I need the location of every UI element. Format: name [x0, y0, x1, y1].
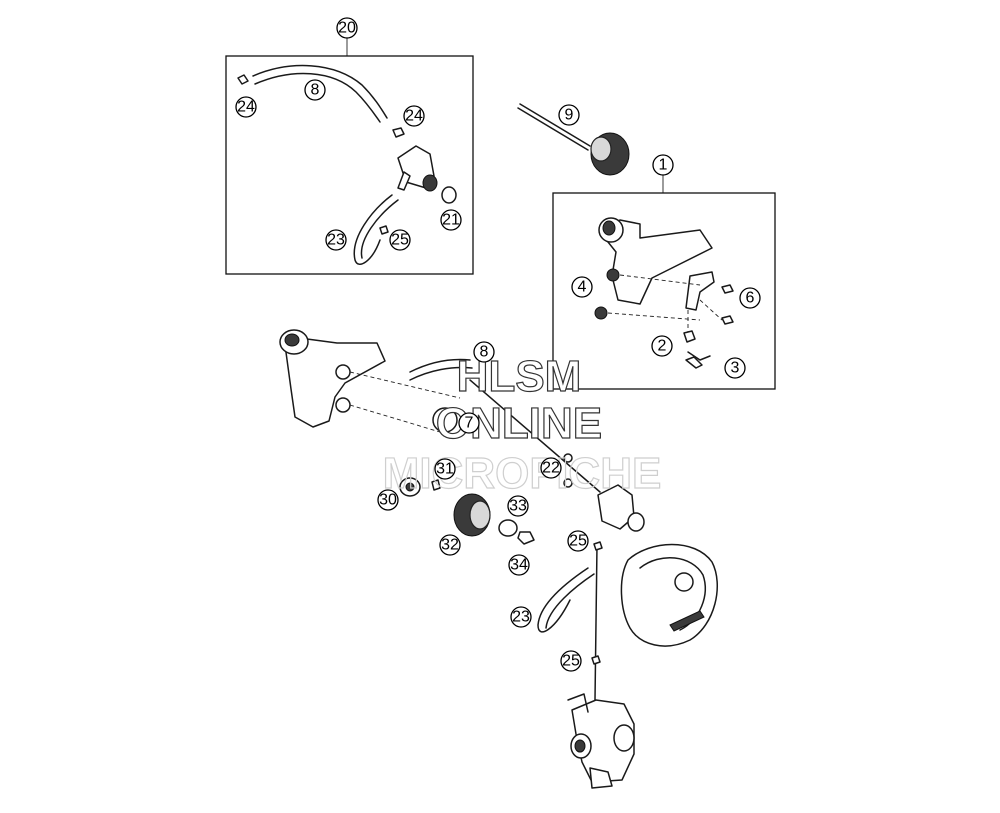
callout-21: 21	[440, 209, 462, 231]
svg-text:30: 30	[379, 492, 397, 509]
svg-text:9: 9	[565, 107, 574, 124]
svg-text:8: 8	[480, 344, 489, 361]
callout-34: 34	[508, 554, 530, 576]
callout-31: 31	[434, 458, 456, 480]
svg-text:25: 25	[569, 533, 587, 550]
inset-box-20	[225, 38, 474, 275]
callout-23-lower: 23	[510, 606, 532, 628]
svg-text:20: 20	[338, 20, 356, 37]
callout-20: 20	[336, 17, 358, 39]
svg-text:8: 8	[311, 82, 320, 99]
callout-33: 33	[507, 495, 529, 517]
svg-text:23: 23	[512, 609, 530, 626]
callout-8-lower: 8	[473, 341, 495, 363]
callout-8-upper: 8	[304, 79, 326, 101]
callout-23-upper: 23	[325, 229, 347, 251]
callout-30: 30	[377, 489, 399, 511]
svg-text:7: 7	[465, 415, 474, 432]
svg-text:32: 32	[441, 537, 459, 554]
svg-text:22: 22	[542, 460, 560, 477]
callout-24-right: 24	[403, 105, 425, 127]
svg-text:24: 24	[237, 99, 255, 116]
svg-text:24: 24	[405, 108, 423, 125]
svg-text:3: 3	[731, 360, 740, 377]
svg-text:6: 6	[746, 290, 755, 307]
svg-text:1: 1	[659, 157, 668, 174]
callout-6: 6	[739, 287, 761, 309]
callout-22: 22	[540, 457, 562, 479]
callout-1: 1	[652, 154, 674, 176]
watermark-line-3: MICROFICHE	[383, 449, 662, 498]
svg-text:2: 2	[658, 338, 667, 355]
callout-7: 7	[458, 412, 480, 434]
callout-32: 32	[439, 534, 461, 556]
callout-2: 2	[651, 335, 673, 357]
callout-25-middle: 25	[567, 530, 589, 552]
callout-9: 9	[558, 104, 580, 126]
svg-text:23: 23	[327, 232, 345, 249]
svg-text:21: 21	[442, 212, 460, 229]
inset-box-1	[552, 175, 776, 390]
svg-text:33: 33	[509, 498, 527, 515]
svg-text:31: 31	[436, 461, 454, 478]
svg-text:25: 25	[391, 232, 409, 249]
callout-4: 4	[571, 276, 593, 298]
callout-3: 3	[724, 357, 746, 379]
main-assembly	[279, 329, 719, 789]
svg-text:25: 25	[562, 653, 580, 670]
svg-text:34: 34	[510, 557, 528, 574]
callout-25-lower: 25	[560, 650, 582, 672]
watermark-line-1: HLSM	[457, 352, 582, 401]
callout-25-upper: 25	[389, 229, 411, 251]
svg-text:4: 4	[578, 279, 587, 296]
fuel-cap-part-9	[517, 103, 630, 176]
callout-24-left: 24	[235, 96, 257, 118]
